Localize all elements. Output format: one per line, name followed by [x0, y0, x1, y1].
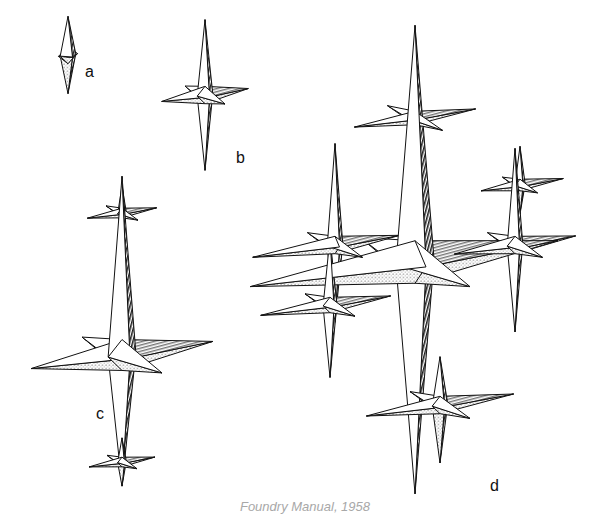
crystal-face	[323, 306, 334, 377]
crystal-face	[323, 297, 355, 316]
crystal-face	[507, 246, 519, 332]
crystal-face	[108, 340, 162, 373]
source-caption: Foundry Manual, 1958	[240, 500, 370, 513]
crystal-face	[396, 265, 426, 494]
figure-letter: b	[236, 150, 245, 166]
crystal-face	[432, 396, 470, 418]
crystal-face	[507, 236, 542, 257]
crystal-face	[432, 406, 444, 463]
crystal-face	[197, 96, 209, 170]
crystal-face	[507, 148, 519, 247]
crystal-face	[197, 86, 225, 104]
crystal-face	[60, 56, 72, 93]
crystal-face	[118, 457, 137, 469]
figure-letter: a	[85, 64, 94, 80]
figure-letter: c	[96, 406, 104, 422]
crystal-face	[108, 176, 130, 358]
crystal-face	[197, 20, 209, 97]
crystal-face	[60, 16, 72, 57]
crystal-face	[327, 144, 339, 247]
crystal-face	[396, 25, 426, 267]
crystal-face	[253, 236, 340, 257]
figure-letter: d	[490, 478, 499, 494]
